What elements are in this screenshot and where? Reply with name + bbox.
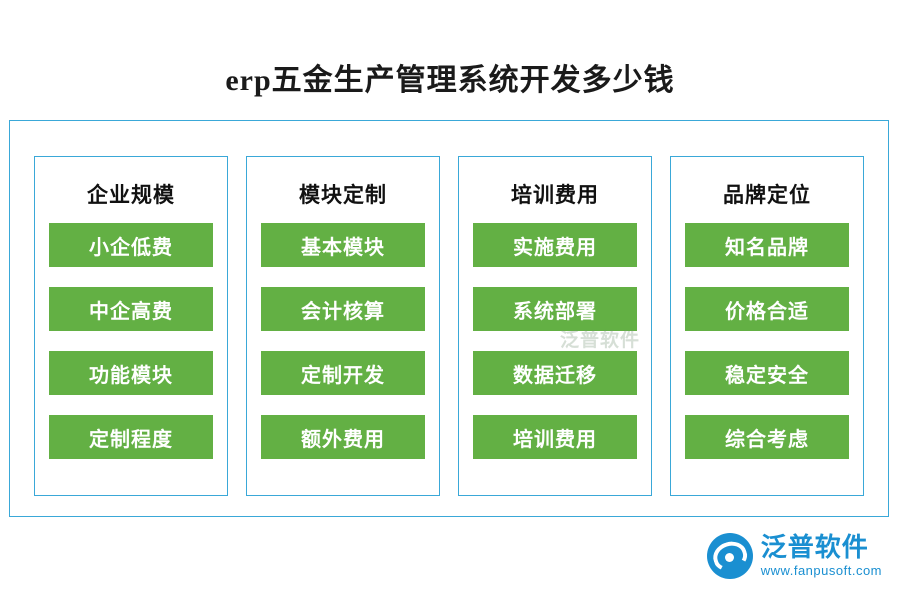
cell-item[interactable]: 系统部署 <box>473 287 637 331</box>
cell-item[interactable]: 定制程度 <box>49 415 213 459</box>
cell-item[interactable]: 数据迁移 <box>473 351 637 395</box>
cell-item[interactable]: 中企高费 <box>49 287 213 331</box>
cell-item[interactable]: 定制开发 <box>261 351 425 395</box>
cell-item[interactable]: 功能模块 <box>49 351 213 395</box>
cell-item[interactable]: 额外费用 <box>261 415 425 459</box>
column-module-customization: 模块定制 基本模块 会计核算 定制开发 额外费用 <box>246 156 440 496</box>
column-brand-positioning: 品牌定位 知名品牌 价格合适 稳定安全 综合考虑 <box>670 156 864 496</box>
column-heading: 品牌定位 <box>723 183 811 207</box>
cell-item[interactable]: 价格合适 <box>685 287 849 331</box>
cell-item[interactable]: 培训费用 <box>473 415 637 459</box>
cell-item[interactable]: 小企低费 <box>49 223 213 267</box>
column-training-cost: 培训费用 实施费用 系统部署 数据迁移 培训费用 <box>458 156 652 496</box>
cell-item[interactable]: 实施费用 <box>473 223 637 267</box>
logo-text-block: 泛普软件 www.fanpusoft.com <box>760 532 882 579</box>
cell-item[interactable]: 知名品牌 <box>685 223 849 267</box>
cell-item[interactable]: 基本模块 <box>261 223 425 267</box>
columns-container: 企业规模 小企低费 中企高费 功能模块 定制程度 模块定制 基本模块 会计核算 … <box>9 120 889 517</box>
cell-item[interactable]: 会计核算 <box>261 287 425 331</box>
globe-icon <box>706 533 753 579</box>
cell-item[interactable]: 综合考虑 <box>685 415 849 459</box>
brand-logo: 泛普软件 www.fanpusoft.com <box>706 530 882 582</box>
page-title: erp五金生产管理系统开发多少钱 <box>225 64 675 97</box>
column-enterprise-scale: 企业规模 小企低费 中企高费 功能模块 定制程度 <box>34 156 228 496</box>
column-heading: 培训费用 <box>511 183 599 207</box>
cell-item[interactable]: 稳定安全 <box>685 351 849 395</box>
logo-url: www.fanpusoft.com <box>760 563 882 579</box>
column-heading: 企业规模 <box>87 183 175 207</box>
column-heading: 模块定制 <box>299 183 387 207</box>
logo-name: 泛普软件 <box>760 532 869 562</box>
